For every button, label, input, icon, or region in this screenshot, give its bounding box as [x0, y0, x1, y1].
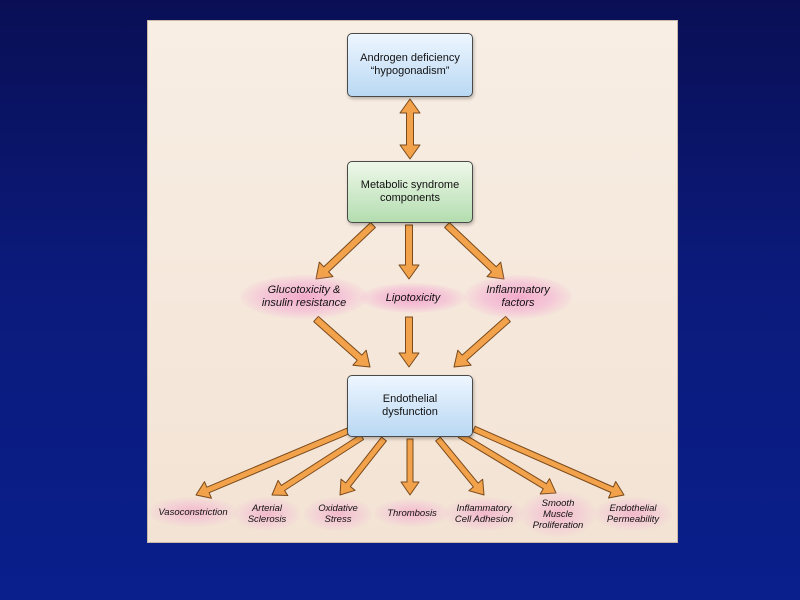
arrow-glucotoxicity-to-endothelial — [313, 315, 371, 368]
outcome-vasoconstriction: Vasoconstriction — [148, 497, 238, 527]
arrow-to-endothelial-permeability — [472, 425, 625, 499]
arrows-layer — [195, 98, 625, 499]
factor-inflammatory: Inflammatory factors — [464, 275, 572, 319]
diagram-panel: Androgen deficiency “hypogonadism” Metab… — [147, 20, 678, 543]
arrow-metabolic-to-lipotoxicity — [398, 224, 420, 280]
arrow-to-oxidative-stress — [339, 436, 387, 496]
arrow-lipotoxicity-to-endothelial — [398, 316, 420, 368]
factor-lipotoxicity: Lipotoxicity — [360, 283, 466, 313]
arrow-metabolic-to-inflammatory — [444, 222, 505, 280]
outcome-inflammatory-cell-adhesion: Inflammatory Cell Adhesion — [444, 497, 524, 531]
arrow-to-thrombosis — [400, 438, 420, 496]
endothelial-dysfunction-box: Endothelial dysfunction — [347, 375, 473, 437]
arrow-to-smooth-muscle-proliferation — [457, 431, 557, 495]
factor-glucotoxicity: Glucotoxicity & insulin resistance — [240, 275, 368, 319]
outcome-arterial-sclerosis: Arterial Sclerosis — [234, 497, 300, 531]
outcome-oxidative-stress: Oxidative Stress — [304, 497, 372, 531]
arrow-inflammatory-to-endothelial — [453, 315, 511, 368]
outcome-endothelial-permeability: Endothelial Permeability — [594, 497, 672, 531]
outcome-smooth-muscle-proliferation: Smooth Muscle Proliferation — [520, 491, 596, 537]
outcome-thrombosis: Thrombosis — [374, 499, 450, 527]
arrow-to-arterial-sclerosis — [271, 434, 365, 496]
arrow-metabolic-to-glucotoxicity — [315, 222, 376, 280]
metabolic-syndrome-box: Metabolic syndrome components — [347, 161, 473, 223]
double-arrow-androgen-metabolic — [399, 98, 421, 160]
androgen-deficiency-box: Androgen deficiency “hypogonadism” — [347, 33, 473, 97]
arrow-to-inflammatory-cell-adhesion — [435, 436, 485, 496]
arrow-to-vasoconstriction — [195, 427, 350, 499]
